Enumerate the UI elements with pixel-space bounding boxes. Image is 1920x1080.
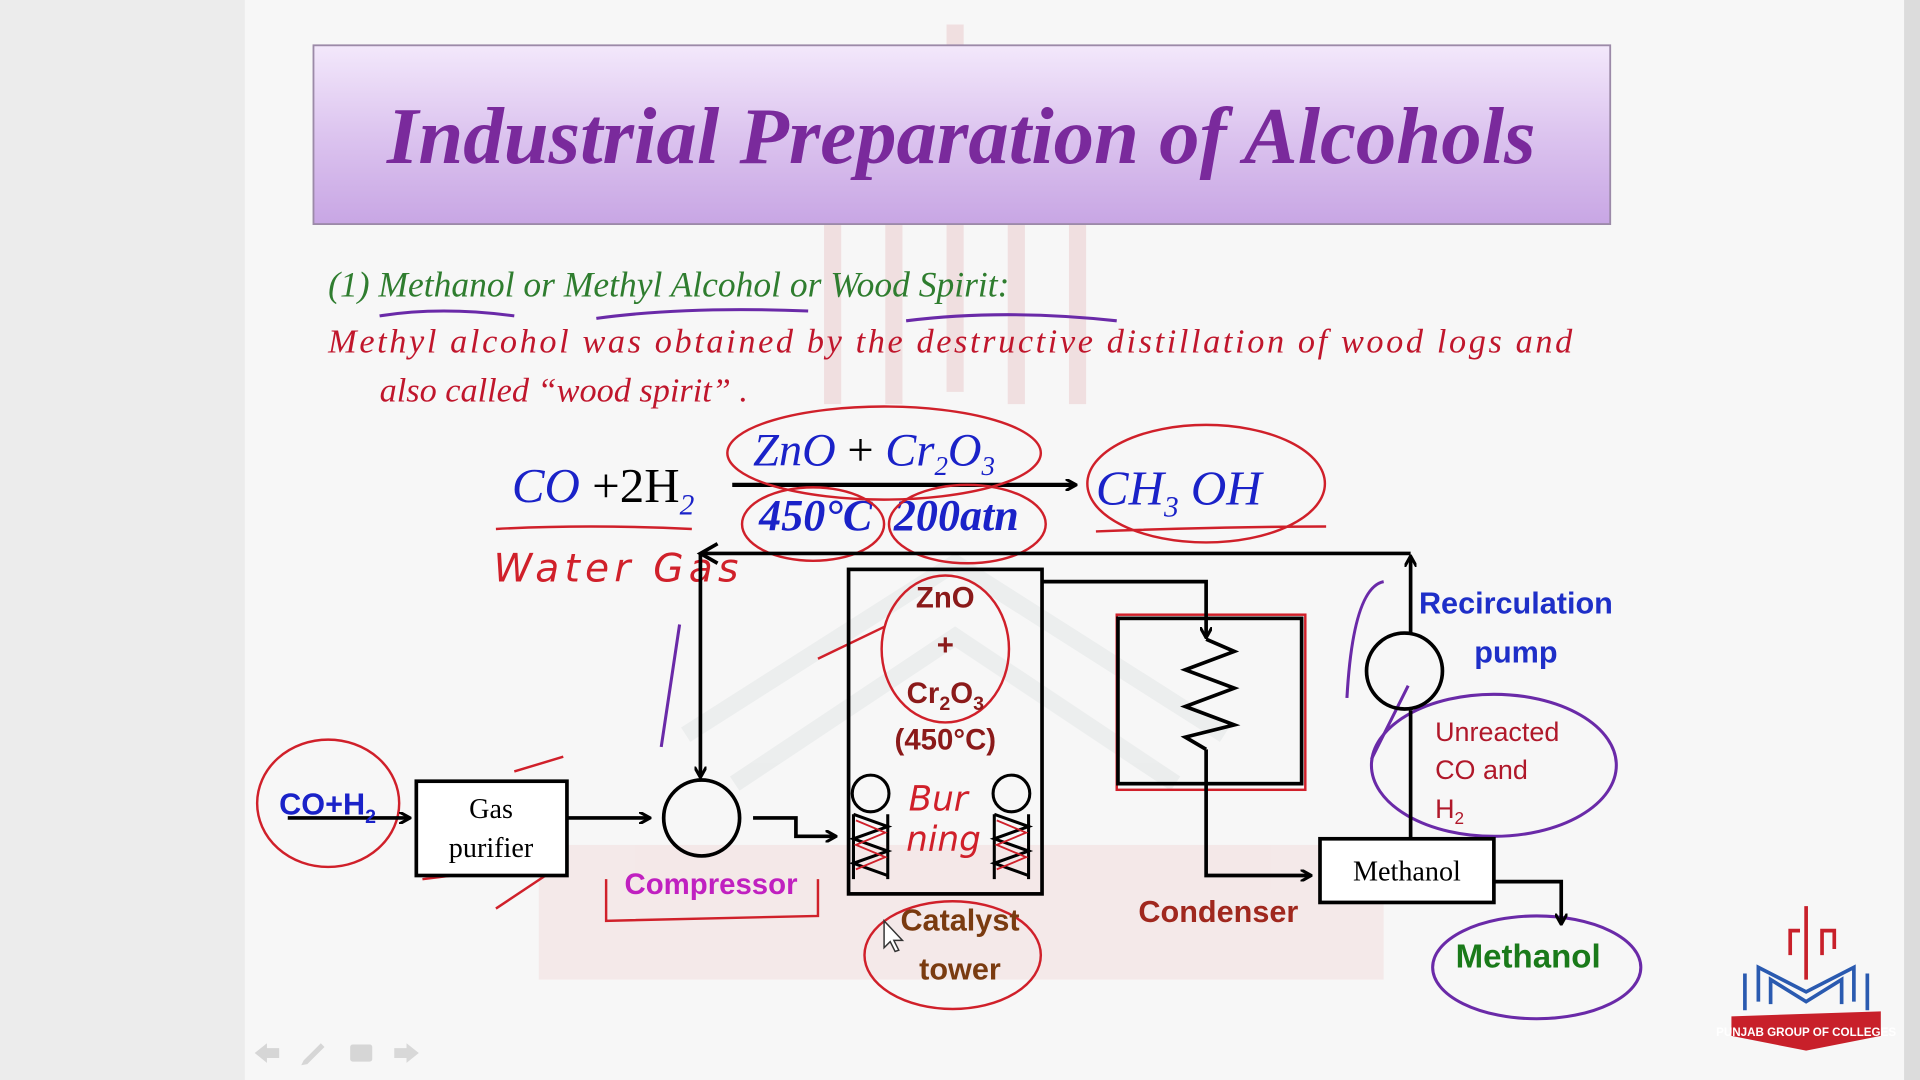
unreacted-label-3: H2	[1435, 794, 1464, 828]
process-flow-lines	[287, 542, 1561, 924]
reactant-sub: 2	[680, 489, 695, 521]
product-oh: OH	[1179, 460, 1265, 515]
catalyst-tower-label-2: tower	[919, 953, 1001, 987]
gas-purifier-label-1: Gas	[469, 794, 513, 825]
catalyst-plus: +	[847, 425, 873, 476]
catalyst-tower	[846, 567, 1044, 896]
tower-temperature: (450°C)	[895, 723, 997, 756]
burning-note-2: ning	[906, 820, 981, 860]
tower-plus: +	[937, 629, 954, 662]
recirculation-label-2: pump	[1474, 635, 1557, 669]
punjab-group-of-colleges-logo: PUNJAB GROUP OF COLLEGES	[1716, 906, 1896, 1051]
description-line-2: also called “wood spirit” .	[380, 372, 748, 410]
catalyst-cr: Cr	[885, 425, 935, 476]
catalyst-tower-label-1: Catalyst	[900, 904, 1019, 938]
coil-red-overlay	[853, 819, 1029, 871]
catalyst-o-sub: 3	[981, 451, 995, 481]
description-line-1: Methyl alcohol was obtained by the destr…	[327, 323, 1573, 361]
reactant-plus: +2H	[592, 458, 679, 513]
svg-text:ZnO + Cr2O3: ZnO + Cr2O3	[753, 425, 995, 481]
watermark-logo	[538, 24, 1384, 980]
catalyst-cr-sub: 2	[934, 451, 947, 481]
gas-purifier-label-2: purifier	[449, 833, 534, 864]
subheading: (1) Methanol or Methyl Alcohol or Wood S…	[328, 264, 1009, 304]
product-ch: CH	[1096, 460, 1167, 515]
reactant-co: CO	[512, 458, 580, 513]
catalyst-o: O	[948, 425, 982, 476]
unreacted-label-1: Unreacted	[1435, 717, 1559, 747]
underline-annotations	[379, 308, 1117, 323]
menu-icon[interactable]	[350, 1044, 373, 1062]
tower-zno: ZnO	[916, 581, 975, 614]
pen-icon[interactable]	[301, 1043, 325, 1066]
catalyst-zno: ZnO	[753, 425, 836, 476]
methanol-collector-box	[1318, 836, 1496, 905]
recirculation-pump-symbol	[1364, 631, 1445, 711]
svg-text:CO +2H2: CO +2H2	[512, 458, 695, 521]
feed-co-h2: CO+H2	[279, 787, 376, 828]
condenser-box	[1116, 616, 1304, 786]
svg-text:CH3 OH: CH3 OH	[1096, 460, 1264, 523]
slide-title: Industrial Preparation of Alcohols	[386, 92, 1536, 181]
reaction-equation: CO +2H2 ZnO + Cr2O3 450°C 200atn CH3 OH	[512, 425, 1264, 540]
burning-note-1: Bur	[909, 780, 970, 820]
purple-ink-annotations	[659, 580, 1643, 1021]
methanol-output-label: Methanol	[1456, 938, 1601, 975]
methanol-box-label: Methanol	[1353, 856, 1461, 887]
tower-cr2o3: Cr2O3	[907, 677, 984, 715]
title-banner	[312, 44, 1612, 225]
product-sub: 3	[1163, 492, 1179, 524]
heating-coils	[848, 773, 1034, 880]
water-gas-note: Water Gas	[493, 547, 738, 592]
mouse-cursor-icon	[883, 918, 905, 953]
condenser-coil	[1180, 637, 1241, 751]
recirculation-label-1: Recirculation	[1419, 586, 1613, 620]
unreacted-label-2: CO and	[1435, 755, 1528, 785]
gas-purifier-box	[414, 779, 569, 878]
compressor-symbol	[661, 778, 742, 858]
svg-text:PUNJAB GROUP OF COLLEGES: PUNJAB GROUP OF COLLEGES	[1716, 1026, 1896, 1039]
scrollbar[interactable]	[1904, 0, 1920, 1080]
condenser-label: Condenser	[1138, 895, 1298, 929]
compressor-label: Compressor	[624, 868, 797, 901]
